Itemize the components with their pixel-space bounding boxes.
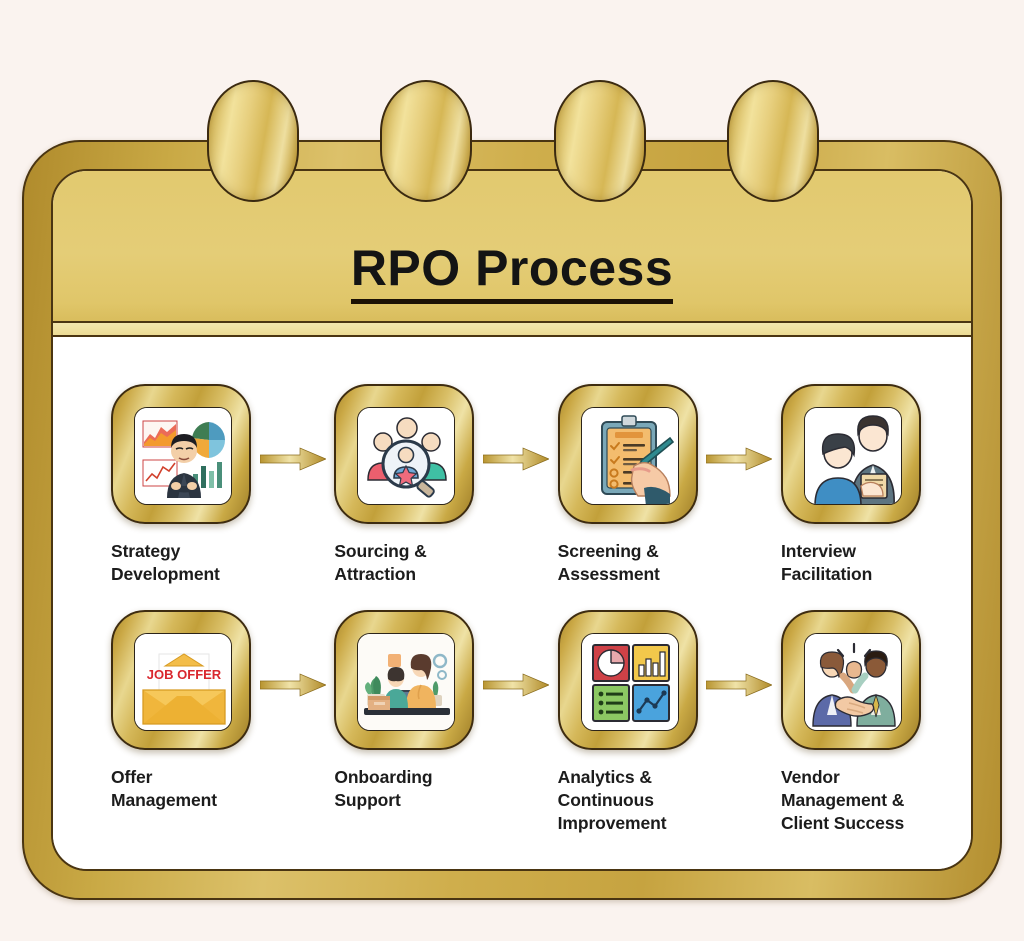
step-icon-frame-5: JOB OFFER xyxy=(134,633,232,731)
interview-people-icon xyxy=(804,408,901,504)
candidate-search-icon xyxy=(358,408,455,504)
step-label-3: Screening & Assessment xyxy=(557,541,660,585)
process-connector-2 xyxy=(474,384,557,524)
process-connector-6 xyxy=(474,610,557,750)
process-step-1[interactable]: Strategy Development xyxy=(111,384,251,604)
arrow-right-icon xyxy=(482,447,549,471)
process-step-7[interactable]: Analytics & Continuous Improvement xyxy=(557,610,698,833)
arrow-right-icon xyxy=(482,673,549,697)
step-icon-frame-3 xyxy=(580,407,679,505)
handshake-icon xyxy=(804,634,901,730)
step-label-2: Sourcing & Attraction xyxy=(334,541,427,585)
process-row-1: Strategy Development xyxy=(111,384,921,604)
page-title-text: RPO Process xyxy=(350,240,674,304)
process-step-5[interactable]: JOB OFFER xyxy=(111,610,251,830)
step-label-6: Onboarding Support xyxy=(334,767,433,811)
step-label-1: Strategy Development xyxy=(111,541,220,585)
arrow-right-icon xyxy=(259,673,326,697)
step-icon-frame-8 xyxy=(803,633,902,731)
rpo-process-board: RPO Process xyxy=(22,80,1002,900)
process-step-6[interactable]: Onboarding Support xyxy=(334,610,475,830)
step-icon-frame-6 xyxy=(357,633,456,731)
step-card-5[interactable]: JOB OFFER xyxy=(111,610,251,750)
process-step-3[interactable]: Screening & Assessment xyxy=(557,384,698,604)
step-label-4: Interview Facilitation xyxy=(780,541,873,585)
process-connector-5 xyxy=(251,610,334,750)
clipboard-checklist-icon xyxy=(581,408,678,504)
dashboard-charts-icon xyxy=(581,634,678,730)
step-card-1[interactable] xyxy=(111,384,251,524)
step-icon-frame-7 xyxy=(580,633,679,731)
step-card-6[interactable] xyxy=(334,610,475,750)
job-offer-envelope-icon: JOB OFFER xyxy=(135,634,231,730)
step-icon-frame-4 xyxy=(803,407,902,505)
step-icon-frame-2 xyxy=(357,407,456,505)
board-frame-inner: RPO Process xyxy=(51,169,973,871)
board-frame: RPO Process xyxy=(22,140,1002,900)
process-row-2: JOB OFFER xyxy=(111,610,921,833)
job-offer-text: JOB OFFER xyxy=(147,667,222,682)
onboarding-desk-icon xyxy=(358,634,455,730)
step-card-8[interactable] xyxy=(780,610,921,750)
process-step-2[interactable]: Sourcing & Attraction xyxy=(334,384,475,604)
process-step-4[interactable]: Interview Facilitation xyxy=(780,384,921,604)
step-label-8: Vendor Management & Client Success xyxy=(780,767,905,834)
process-connector-1 xyxy=(251,384,334,524)
step-card-7[interactable] xyxy=(557,610,698,750)
arrow-right-icon xyxy=(706,673,773,697)
step-label-7: Analytics & Continuous Improvement xyxy=(557,767,667,834)
step-card-3[interactable] xyxy=(557,384,698,524)
arrow-right-icon xyxy=(706,447,773,471)
step-label-5: Offer Management xyxy=(111,767,217,811)
strategy-analytics-icon xyxy=(135,408,231,504)
process-step-8[interactable]: Vendor Management & Client Success xyxy=(780,610,921,833)
step-card-2[interactable] xyxy=(334,384,475,524)
process-content: Strategy Development xyxy=(53,340,971,869)
page-title: RPO Process xyxy=(53,240,971,304)
arrow-right-icon xyxy=(259,447,326,471)
step-card-4[interactable] xyxy=(780,384,921,524)
process-connector-7 xyxy=(698,610,781,750)
process-connector-3 xyxy=(698,384,781,524)
step-icon-frame-1 xyxy=(134,407,232,505)
board-header-strip xyxy=(53,323,971,337)
